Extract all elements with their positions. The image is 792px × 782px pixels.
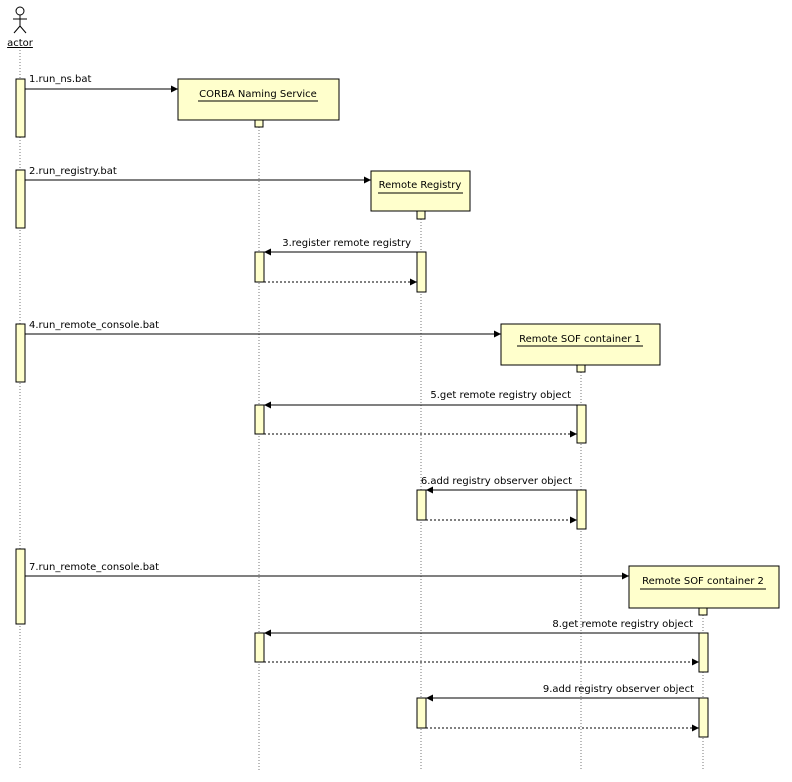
message-1[interactable]: 1.run_ns.bat <box>25 74 178 93</box>
actor-activation-1 <box>15 78 26 138</box>
message-5[interactable]: 5.get remote registry object <box>264 390 577 409</box>
message-4[interactable]: 4.run_remote_console.bat <box>25 320 501 338</box>
message-6[interactable]: 6.add registry observer object <box>421 476 577 494</box>
registry-activation-3 <box>416 697 427 729</box>
message-label: 3.register remote registry <box>282 238 411 249</box>
registry-activation-2 <box>416 489 427 521</box>
actor-activation-3 <box>15 323 26 383</box>
naming-activation-1 <box>254 251 265 283</box>
message-label: 7.run_remote_console.bat <box>29 562 159 573</box>
actor-icon <box>13 6 27 34</box>
message-9[interactable]: 9.add registry observer object <box>426 684 699 702</box>
object-remote-sof-container-1[interactable]: Remote SOF container 1 <box>500 323 661 373</box>
message-7[interactable]: 7.run_remote_console.bat <box>25 562 629 580</box>
sof2-activation-2 <box>698 697 709 738</box>
message-label: 6.add registry observer object <box>421 476 572 487</box>
message-8[interactable]: 8.get remote registry object <box>264 619 699 637</box>
naming-activation-3 <box>254 632 265 663</box>
object-label: Remote Registry <box>379 180 462 191</box>
naming-activation-2 <box>254 404 265 435</box>
actor-activation-4 <box>15 548 26 625</box>
object-label: Remote SOF container 1 <box>519 334 641 345</box>
message-label: 4.run_remote_console.bat <box>29 320 159 331</box>
message-3[interactable]: 3.register remote registry <box>264 238 417 256</box>
message-label: 1.run_ns.bat <box>29 74 92 85</box>
object-label: Remote SOF container 2 <box>642 576 764 587</box>
actor: actor <box>7 6 34 49</box>
message-label: 5.get remote registry object <box>430 390 571 401</box>
message-label: 9.add registry observer object <box>543 684 694 695</box>
actor-label: actor <box>7 38 34 49</box>
sof2-activation-1 <box>698 632 709 673</box>
registry-activation-1 <box>416 251 427 293</box>
object-label: CORBA Naming Service <box>199 89 317 100</box>
message-label: 2.run_registry.bat <box>29 166 117 177</box>
sof1-activation-1 <box>576 404 587 444</box>
object-corba-naming-service[interactable]: CORBA Naming Service <box>177 78 340 128</box>
message-label: 8.get remote registry object <box>552 619 693 630</box>
object-remote-sof-container-2[interactable]: Remote SOF container 2 <box>628 565 780 616</box>
message-2[interactable]: 2.run_registry.bat <box>25 166 371 184</box>
actor-activation-2 <box>15 169 26 229</box>
sof1-activation-2 <box>576 489 587 530</box>
object-remote-registry[interactable]: Remote Registry <box>370 170 471 220</box>
